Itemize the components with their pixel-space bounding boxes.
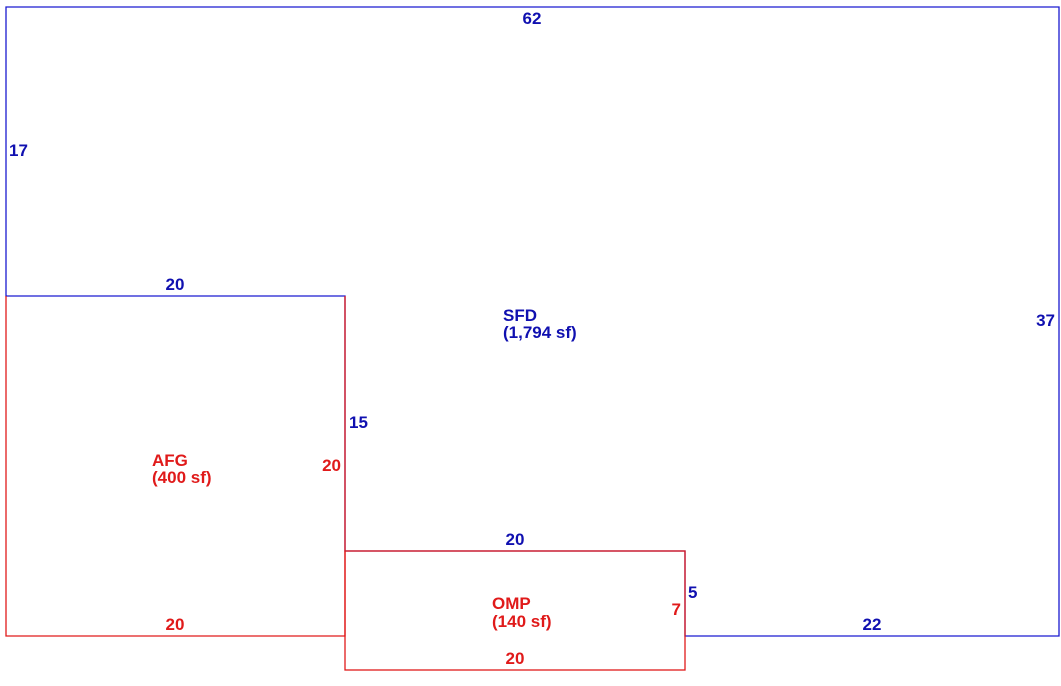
sfd-bottom-dimension: 22 <box>863 615 882 634</box>
sfd-step-bottom-dimension: 20 <box>506 530 525 549</box>
omp-area-label: (140 sf) <box>492 612 552 631</box>
sfd-left-dimension: 17 <box>9 141 28 160</box>
omp-code-label: OMP <box>492 594 531 613</box>
sfd-right-dimension: 37 <box>1036 311 1055 330</box>
sfd-code-label: SFD <box>503 306 537 325</box>
afg-code-label: AFG <box>152 451 188 470</box>
omp-outline <box>344 550 686 671</box>
afg-bottom-dimension: 20 <box>166 615 185 634</box>
sfd-step-top-dimension: 20 <box>166 275 185 294</box>
omp-bottom-dimension: 20 <box>506 649 525 668</box>
sfd-top-dimension: 62 <box>523 9 542 28</box>
afg-right-dimension: 20 <box>322 456 341 475</box>
omp-right-dimension: 7 <box>672 600 681 619</box>
afg-area-label: (400 sf) <box>152 468 212 487</box>
sfd-area-label: (1,794 sf) <box>503 323 577 342</box>
afg-outline <box>5 296 346 637</box>
sfd-step-side-dimension: 15 <box>349 413 368 432</box>
sfd-small-side-dimension: 5 <box>688 583 697 602</box>
